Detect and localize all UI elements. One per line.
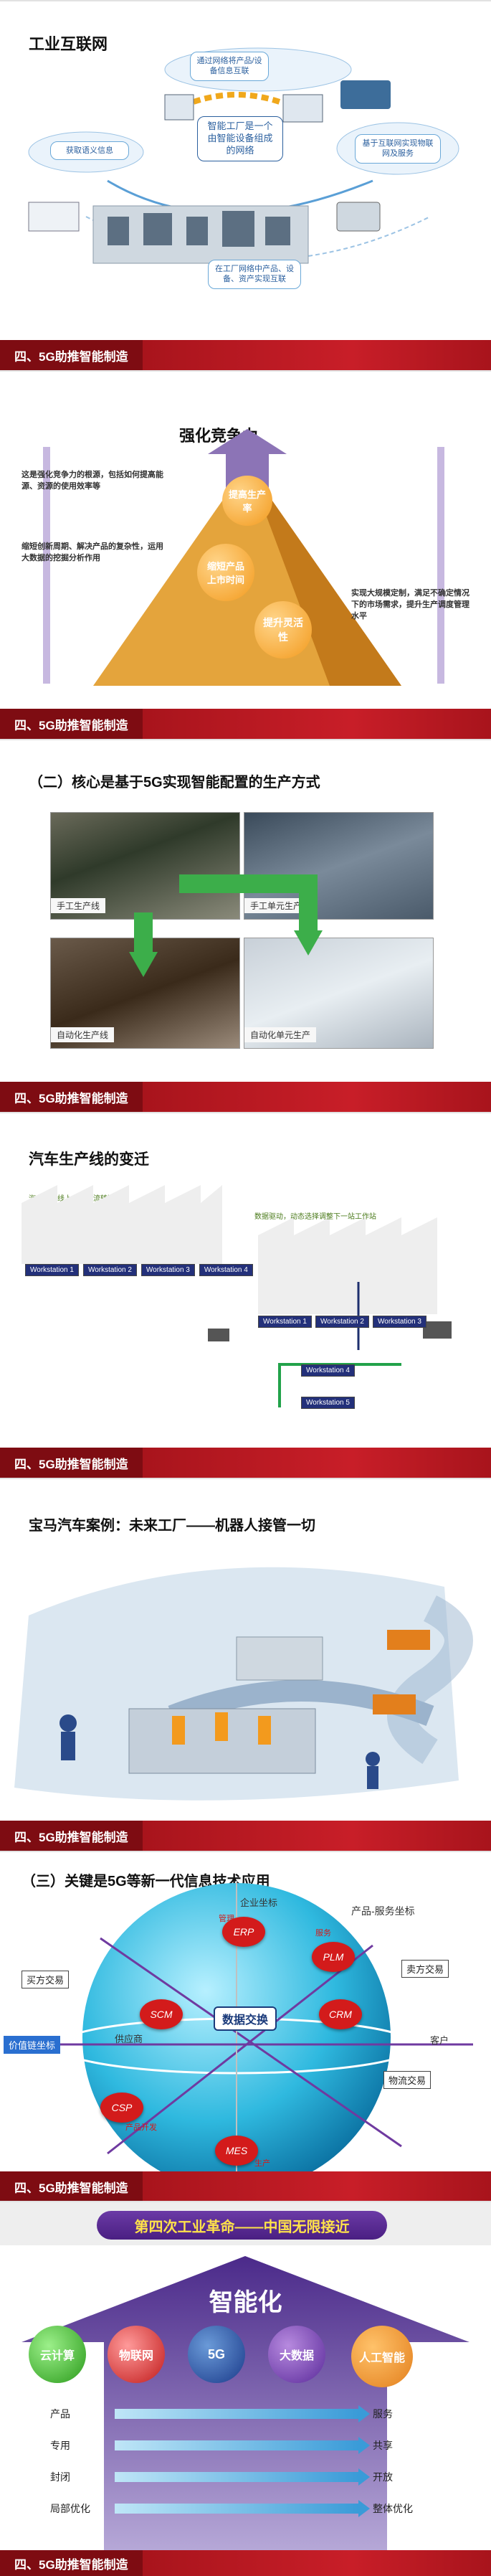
text-innovation: 缩短创新周期、解决产品的复杂性，运用大数据的挖掘分析作用 bbox=[22, 542, 163, 562]
shift-row-1: 产品服务 bbox=[0, 2405, 491, 2423]
slide-new-it: （三）关键是5G等新一代信息技术应用 企业坐标 产品-服务坐标 管理 服务 ER… bbox=[0, 1851, 491, 2201]
tech-bigdata: 大数据 bbox=[268, 2326, 325, 2383]
photo-manual-line: 手工生产线 bbox=[50, 812, 240, 920]
right-caption: 数据驱动，动态选择调整下一站工作站 bbox=[254, 1213, 376, 1221]
node-erp: ERP bbox=[222, 1917, 265, 1947]
big-arrow bbox=[22, 2256, 469, 2554]
workstation-4: Workstation 4 bbox=[199, 1264, 253, 1276]
text-customization: 实现大规模定制，满足不确定情况下的市场需求，提升生产调度管理水平 bbox=[351, 589, 469, 621]
tech-5g: 5G bbox=[188, 2326, 245, 2383]
workstation-r2: Workstation 2 bbox=[315, 1316, 369, 1328]
slide-5g-production: （二）核心是基于5G实现智能配置的生产方式 手工生产线 手工单元生产 自动化生产… bbox=[0, 739, 491, 1112]
slide-footer: 四、5G助推智能制造 bbox=[0, 2171, 491, 2201]
workstation-r4: Workstation 4 bbox=[301, 1364, 355, 1377]
slide-footer: 四、5G助推智能制造 bbox=[0, 1082, 491, 1112]
circle-time-to-market: 缩短产品上市时间 bbox=[197, 544, 254, 601]
workstation-r1: Workstation 1 bbox=[258, 1316, 312, 1328]
bubble-internet-services: 基于互联网实现物联网及服务 bbox=[355, 134, 441, 164]
banner: 第四次工业革命——中国无限接近 bbox=[97, 2211, 387, 2240]
bubble-semantic-info: 获取语义信息 bbox=[50, 141, 129, 161]
label-seller: 卖方交易 bbox=[401, 1960, 449, 1978]
footer-label: 四、5G助推智能制造 bbox=[0, 2171, 143, 2201]
bubble-smart-factory: 智能工厂是一个由智能设备组成的网络 bbox=[197, 116, 283, 161]
tech-ai: 人工智能 bbox=[351, 2326, 413, 2387]
workstation-r3: Workstation 3 bbox=[373, 1316, 426, 1328]
footer-label: 四、5G助推智能制造 bbox=[0, 340, 143, 370]
slide-industrial-internet: 工业互联网 通过网络将产品/设备信息互联 获取语义信息 智能工厂是一个由智能设备… bbox=[0, 0, 491, 370]
node-plm: PLM bbox=[312, 1942, 355, 1972]
slide-competitiveness: 强化竞争力 这是强化竞争力的根源，包括如何提高能源、资源的使用效率等 缩短创新周… bbox=[0, 370, 491, 739]
slide-title: （二）核心是基于5G实现智能配置的生产方式 bbox=[29, 775, 320, 791]
slide-footer: 四、5G助推智能制造 bbox=[0, 709, 491, 739]
label-supplier: 供应商 bbox=[115, 2034, 143, 2044]
node-csp: CSP bbox=[100, 2093, 143, 2123]
headline: 智能化 bbox=[209, 2289, 282, 2316]
slide-title: 宝马汽车案例：未来工厂——机器人接管一切 bbox=[29, 1518, 315, 1534]
slide-footer: 四、5G助推智能制造 bbox=[0, 1448, 491, 1478]
slide-auto-line-evolution: 汽车生产线的变迁 汽车生产线上产品的流转顺序 Workstation 1 Wor… bbox=[0, 1112, 491, 1478]
footer-label: 四、5G助推智能制造 bbox=[0, 2550, 143, 2576]
circle-flexibility: 提升灵活性 bbox=[254, 601, 312, 659]
node-crm: CRM bbox=[319, 1999, 362, 2029]
slide-footer: 四、5G助推智能制造 bbox=[0, 1821, 491, 1851]
node-mes: MES bbox=[215, 2136, 258, 2166]
axis-value-chain: 价值链坐标 bbox=[4, 2036, 61, 2054]
factory-left bbox=[22, 1185, 452, 1407]
label-customer: 客户 bbox=[430, 2035, 449, 2046]
slide-title: 汽车生产线的变迁 bbox=[29, 1151, 149, 1168]
data-exchange-center: 数据交换 bbox=[214, 2006, 277, 2031]
tech-iot: 物联网 bbox=[108, 2326, 165, 2383]
slide-title: 工业互联网 bbox=[29, 35, 108, 53]
footer-label: 四、5G助推智能制造 bbox=[0, 1082, 143, 1112]
shift-row-2: 专用共享 bbox=[0, 2436, 491, 2455]
workstation-1: Workstation 1 bbox=[25, 1264, 79, 1276]
label-logistics: 物流交易 bbox=[383, 2071, 432, 2089]
text-efficiency: 这是强化竞争力的根源，包括如何提高能源、资源的使用效率等 bbox=[22, 471, 163, 491]
bubble-product-device-info: 通过网络将产品/设备信息互联 bbox=[190, 52, 269, 81]
future-factory-illustration bbox=[14, 1567, 473, 1801]
photo-manual-cell: 手工单元生产 bbox=[244, 812, 434, 920]
slide-footer: 四、5G助推智能制造 bbox=[0, 340, 491, 370]
axis-product-service: 产品-服务坐标 bbox=[351, 1905, 415, 1917]
circle-productivity: 提高生产率 bbox=[222, 476, 272, 526]
footer-label: 四、5G助推智能制造 bbox=[0, 1448, 143, 1478]
tech-cloud: 云计算 bbox=[29, 2326, 86, 2383]
photo-auto-cell: 自动化单元生产 bbox=[244, 938, 434, 1049]
workstation-r5: Workstation 5 bbox=[301, 1397, 355, 1409]
label-service: 服务 bbox=[315, 1929, 331, 1938]
node-scm: SCM bbox=[140, 1999, 183, 2029]
workstation-2: Workstation 2 bbox=[82, 1264, 137, 1276]
slide-footer: 四、5G助推智能制造 bbox=[0, 2550, 491, 2576]
shift-row-3: 封闭开放 bbox=[0, 2468, 491, 2486]
footer-label: 四、5G助推智能制造 bbox=[0, 709, 143, 739]
axis-enterprise: 企业坐标 bbox=[240, 1897, 278, 1908]
footer-label: 四、5G助推智能制造 bbox=[0, 1821, 143, 1851]
workstation-3: Workstation 3 bbox=[140, 1264, 195, 1276]
bubble-asset-interconnect: 在工厂网络中产品、设备、资产实现互联 bbox=[208, 260, 301, 289]
slide-title: （三）关键是5G等新一代信息技术应用 bbox=[22, 1874, 270, 1889]
label-product-dev: 产品开发 bbox=[125, 2123, 157, 2132]
slide-fourth-industrial-revolution: 第四次工业革命——中国无限接近 智能化 云计算 物联网 5G 大数据 人工智能 … bbox=[0, 2201, 491, 2576]
left-line-stations: Workstation 1 Workstation 2 Workstation … bbox=[25, 1264, 253, 1276]
label-buyer: 买方交易 bbox=[22, 1971, 70, 1988]
label-production: 生产 bbox=[254, 2159, 270, 2168]
slide-bmw-case: 宝马汽车案例：未来工厂——机器人接管一切 四、5G助推智能制造 bbox=[0, 1478, 491, 1851]
green-arrows bbox=[129, 874, 323, 977]
shift-row-4: 局部优化整体优化 bbox=[0, 2499, 491, 2518]
